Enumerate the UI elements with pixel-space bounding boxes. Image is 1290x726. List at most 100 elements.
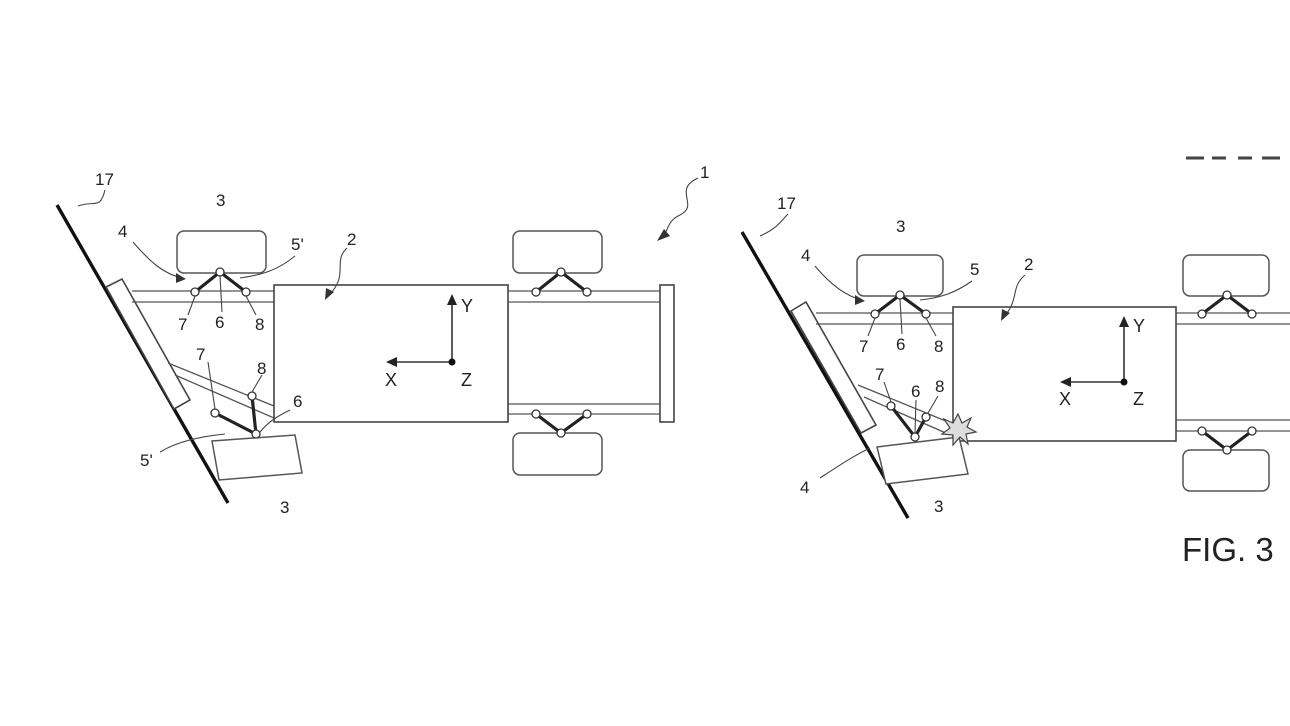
- assembly-label: 4: [118, 222, 127, 241]
- node-rear-bottom-1: [531, 409, 541, 419]
- axes-right: Y X Z: [1059, 316, 1145, 409]
- barrier-label-right: 17: [777, 194, 796, 213]
- node-6-bottom: [251, 429, 261, 439]
- lead-7-top: [187, 295, 196, 316]
- label-7-top: 7: [178, 315, 187, 334]
- axis-y-label-right: Y: [1133, 316, 1145, 336]
- wheel-rear-top: [512, 230, 603, 274]
- node-rear-top-right-1: [1197, 309, 1207, 319]
- front-plate: [104, 277, 192, 411]
- node-6-top-right: [895, 290, 905, 300]
- mount-top-leader-right: [919, 280, 973, 301]
- node-rear-top-right-2: [1222, 290, 1232, 300]
- vehicle-body-right: [952, 306, 1177, 442]
- lead-7-top-right: [867, 317, 876, 337]
- label-8-bottom: 8: [257, 359, 266, 378]
- node-7-top: [190, 287, 200, 297]
- mount-top-label: 5': [291, 235, 304, 254]
- diag-rail-right-2: [863, 396, 949, 435]
- vehicle-label: 1: [700, 163, 709, 182]
- diag-rail-2: [174, 374, 275, 419]
- barrier-label: 17: [95, 170, 114, 189]
- vehicle-leader: [659, 177, 699, 239]
- node-6-bottom-right: [910, 432, 920, 442]
- axis-y-label: Y: [461, 296, 473, 316]
- wheel-front-top-label-right: 3: [896, 217, 905, 236]
- lead-6-bottom: [259, 409, 291, 433]
- wheel-front-bottom: [211, 434, 303, 481]
- node-rear-bottom-3: [582, 409, 592, 419]
- wheel-front-bottom-label: 3: [280, 498, 289, 517]
- figure-label: FIG. 3: [1182, 531, 1274, 568]
- lead-8-bottom: [251, 374, 263, 393]
- node-rear-bottom-right-3: [1247, 426, 1257, 436]
- label-7-top-right: 7: [859, 337, 868, 356]
- lead-7-bottom: [207, 361, 216, 410]
- node-7-top-right: [870, 309, 880, 319]
- label-6-bottom-right: 6: [911, 382, 920, 401]
- label-7-bottom-right: 7: [875, 365, 884, 384]
- right-view: 17 2 Y X Z 3: [740, 194, 1290, 519]
- body-leader: [327, 247, 348, 297]
- wheel-front-top-right: [856, 254, 944, 297]
- node-8-top-right: [921, 309, 931, 319]
- node-7-bottom-right: [886, 401, 896, 411]
- lead-8-bottom-right: [927, 395, 939, 414]
- mount-top-leader: [239, 255, 296, 279]
- wheel-rear-top-right: [1182, 254, 1270, 297]
- node-rear-top-right-3: [1247, 309, 1257, 319]
- lead-6-top-right: [899, 298, 903, 335]
- node-8-bottom: [247, 391, 257, 401]
- lead-6-top: [219, 275, 223, 313]
- lead-6-bottom-right: [914, 399, 917, 434]
- assembly-leader: [132, 241, 184, 279]
- axis-x-label: X: [385, 370, 397, 390]
- assembly-bottom-leader-right: [819, 447, 871, 479]
- node-6-top: [215, 267, 225, 277]
- node-rear-bottom-right-1: [1197, 426, 1207, 436]
- node-7-bottom: [210, 408, 220, 418]
- left-view: 17 1 2 Y X Z: [55, 163, 709, 517]
- front-plate-right: [789, 300, 878, 435]
- axes-left: Y X Z: [385, 294, 473, 390]
- mount-bottom-label: 5': [140, 451, 153, 470]
- node-rear-top-3: [582, 287, 592, 297]
- label-8-top: 8: [255, 315, 264, 334]
- mount-top-label-right: 5: [970, 260, 979, 279]
- barrier-wall-right: [740, 231, 910, 519]
- impact-burst-icon: [940, 412, 978, 447]
- body-arrowhead: [325, 288, 334, 300]
- node-rear-bottom-2: [556, 428, 566, 438]
- assembly-top-leader-right: [814, 265, 863, 301]
- node-rear-bottom-right-2: [1222, 445, 1232, 455]
- node-rear-top-1: [531, 287, 541, 297]
- axis-z-label: Z: [461, 370, 472, 390]
- wheel-rear-bottom: [512, 432, 603, 476]
- wheel-front-bottom-label-right: 3: [934, 497, 943, 516]
- lead-8-top: [245, 295, 257, 316]
- label-8-top-right: 8: [934, 337, 943, 356]
- node-8-bottom-right: [921, 412, 931, 422]
- body-label-right: 2: [1024, 255, 1033, 274]
- axis-x-label-right: X: [1059, 389, 1071, 409]
- wheel-front-bottom-right: [876, 436, 969, 485]
- assembly-top-label-right: 4: [801, 246, 810, 265]
- wheel-front-top-label: 3: [216, 191, 225, 210]
- lead-7-bottom-right: [883, 381, 892, 403]
- rear-plate: [659, 284, 675, 423]
- diag-rail-right-1: [857, 384, 954, 425]
- mount-bottom-leader: [159, 433, 226, 453]
- assembly-bottom-label-right: 4: [800, 478, 809, 497]
- lead-8-top-right: [925, 317, 937, 337]
- label-6-top-right: 6: [896, 335, 905, 354]
- wheel-front-top: [176, 230, 267, 274]
- wheel-rear-bottom-right: [1182, 449, 1270, 492]
- label-7-bottom: 7: [196, 345, 205, 364]
- vehicle-arrowhead: [657, 229, 670, 241]
- body-label: 2: [347, 230, 356, 249]
- label-8-bottom-right: 8: [935, 377, 944, 396]
- node-rear-top-2: [556, 267, 566, 277]
- vehicle-body: [273, 284, 509, 423]
- node-8-top: [241, 287, 251, 297]
